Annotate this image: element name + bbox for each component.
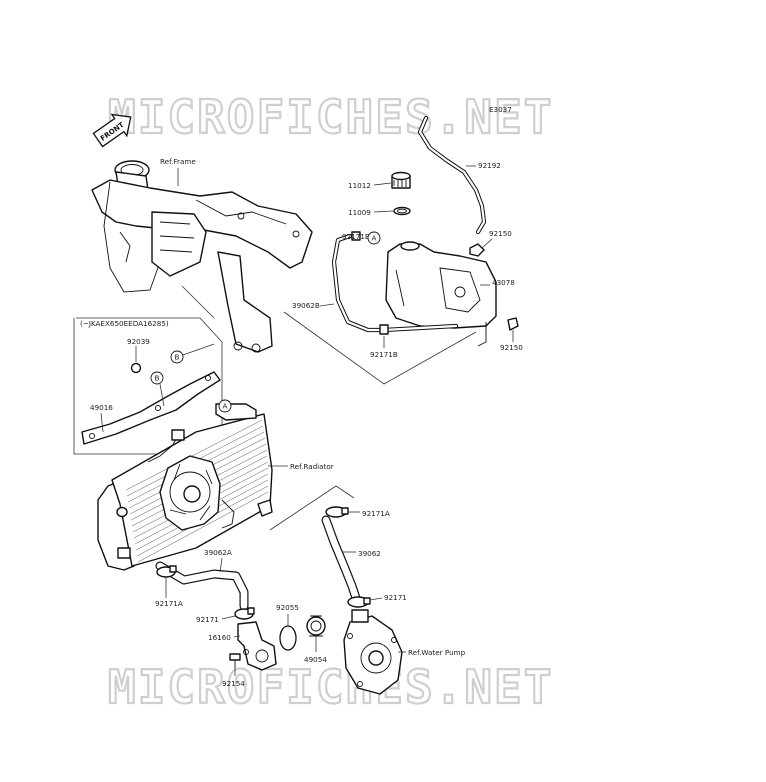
- part-11009-gasket: [393, 206, 411, 216]
- variant-detail-box: [73, 285, 223, 455]
- label-92039: 92039: [127, 337, 150, 346]
- label-92171a-left: 92171A: [155, 599, 183, 608]
- part-92150-bolt-bottom: [507, 317, 519, 342]
- label-92055: 92055: [276, 603, 299, 612]
- callout-b-upper: B: [170, 343, 215, 364]
- radiator-assembly: [97, 403, 273, 571]
- label-92150-bottom: 92150: [500, 343, 523, 352]
- label-92171-left: 92171: [196, 615, 219, 624]
- frame-assembly: [91, 160, 313, 353]
- label-39062a: 39062A: [204, 548, 232, 557]
- label-11012: 11012: [348, 181, 371, 190]
- variant-box-title: (~JKAEX650EEDA16285): [80, 319, 169, 328]
- label-92192: 92192: [478, 161, 501, 170]
- callout-a-lower: A: [218, 399, 232, 413]
- part-92150-bolt-top: [469, 243, 485, 257]
- label-92171b-top: 92171B: [342, 232, 370, 241]
- label-92171a-right: 92171A: [362, 509, 390, 518]
- part-49016-bracket: [81, 371, 221, 445]
- svg-text:A: A: [372, 234, 377, 243]
- watermark-top: MICROFICHES.NET: [108, 90, 553, 144]
- label-92154: 92154: [222, 679, 245, 688]
- label-43078: 43078: [492, 278, 515, 287]
- part-92171-clamp-right: [347, 596, 371, 608]
- ref-frame-label: Ref.Frame: [160, 157, 196, 166]
- hose-39062: [321, 515, 361, 603]
- part-92171a-clamp-left: [156, 565, 177, 578]
- callout-b-lower: B: [150, 371, 165, 407]
- part-92171a-clamp-right: [325, 506, 349, 518]
- hose-39062a: [155, 561, 249, 611]
- part-92171b-clamp-bottom: [379, 324, 389, 348]
- part-11012-cap: [391, 171, 411, 189]
- ref-water-pump-label: Ref.Water Pump: [408, 648, 466, 657]
- part-92154-bolt: [229, 653, 241, 676]
- label-49016: 49016: [90, 403, 113, 412]
- label-49054: 49054: [304, 655, 327, 664]
- svg-text:B: B: [155, 374, 160, 383]
- svg-text:B: B: [175, 353, 180, 362]
- part-92039-bolt: [130, 346, 142, 374]
- label-92171-right: 92171: [384, 593, 407, 602]
- part-92171-clamp-left: [234, 607, 255, 620]
- watermark-bottom: MICROFICHES.NET: [108, 660, 553, 714]
- label-11009: 11009: [348, 208, 371, 217]
- hose-92192: [417, 115, 487, 235]
- diagram-code: E3037: [489, 105, 512, 114]
- svg-text:A: A: [223, 402, 228, 411]
- part-92171b-clamp-top: [351, 231, 361, 241]
- label-92150-top: 92150: [489, 229, 512, 238]
- label-39062b: 39062B: [292, 301, 320, 310]
- callout-a-upper: A: [367, 231, 381, 245]
- part-43078-reservoir-tank: [385, 241, 497, 347]
- part-92055-o-ring: [279, 614, 297, 651]
- water-pump-assembly: [343, 609, 403, 695]
- part-49054-thermostat: [306, 615, 326, 652]
- part-16160-thermostat-housing: [237, 621, 277, 671]
- ref-radiator-label: Ref.Radiator: [290, 462, 334, 471]
- label-39062: 39062: [358, 549, 381, 558]
- label-16160: 16160: [208, 633, 231, 642]
- label-92171b-bottom: 92171B: [370, 350, 398, 359]
